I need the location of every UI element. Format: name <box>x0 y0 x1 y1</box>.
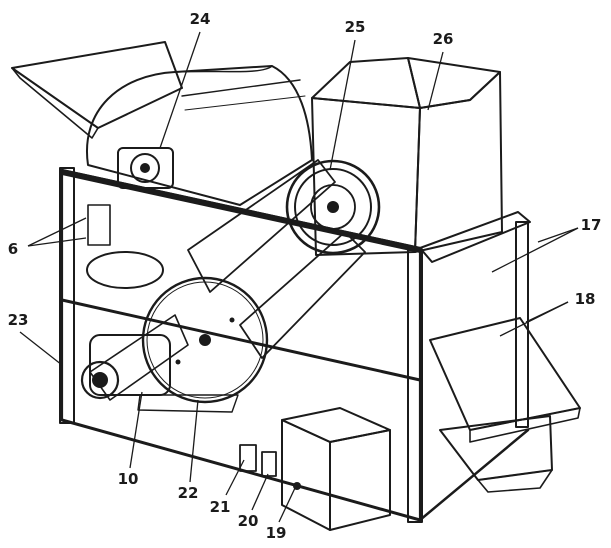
label-25: 25 <box>345 18 366 36</box>
upper-pulley <box>285 159 381 255</box>
control-box <box>281 407 391 531</box>
label-22: 22 <box>178 484 199 502</box>
sieve-tray <box>429 317 581 443</box>
electric-motor <box>80 334 171 400</box>
label-23: 23 <box>8 311 29 329</box>
drum-housing <box>85 65 313 206</box>
left-hopper <box>11 41 183 139</box>
label-18: 18 <box>575 290 596 308</box>
label-19: 19 <box>266 524 287 542</box>
fan-housing <box>86 251 164 289</box>
label-21: 21 <box>210 498 231 516</box>
label-26: 26 <box>433 30 454 48</box>
discharge-chute <box>439 415 553 493</box>
label-6: 6 <box>8 240 18 258</box>
main-frame <box>59 167 531 523</box>
label-20: 20 <box>238 512 259 530</box>
label-24: 24 <box>190 10 211 28</box>
bearing-block <box>117 147 174 189</box>
leader-lines <box>19 31 579 523</box>
right-hopper <box>311 57 503 256</box>
switches <box>239 444 277 477</box>
label-17: 17 <box>581 216 602 234</box>
label-10: 10 <box>118 470 139 488</box>
large-pulley <box>141 276 269 404</box>
